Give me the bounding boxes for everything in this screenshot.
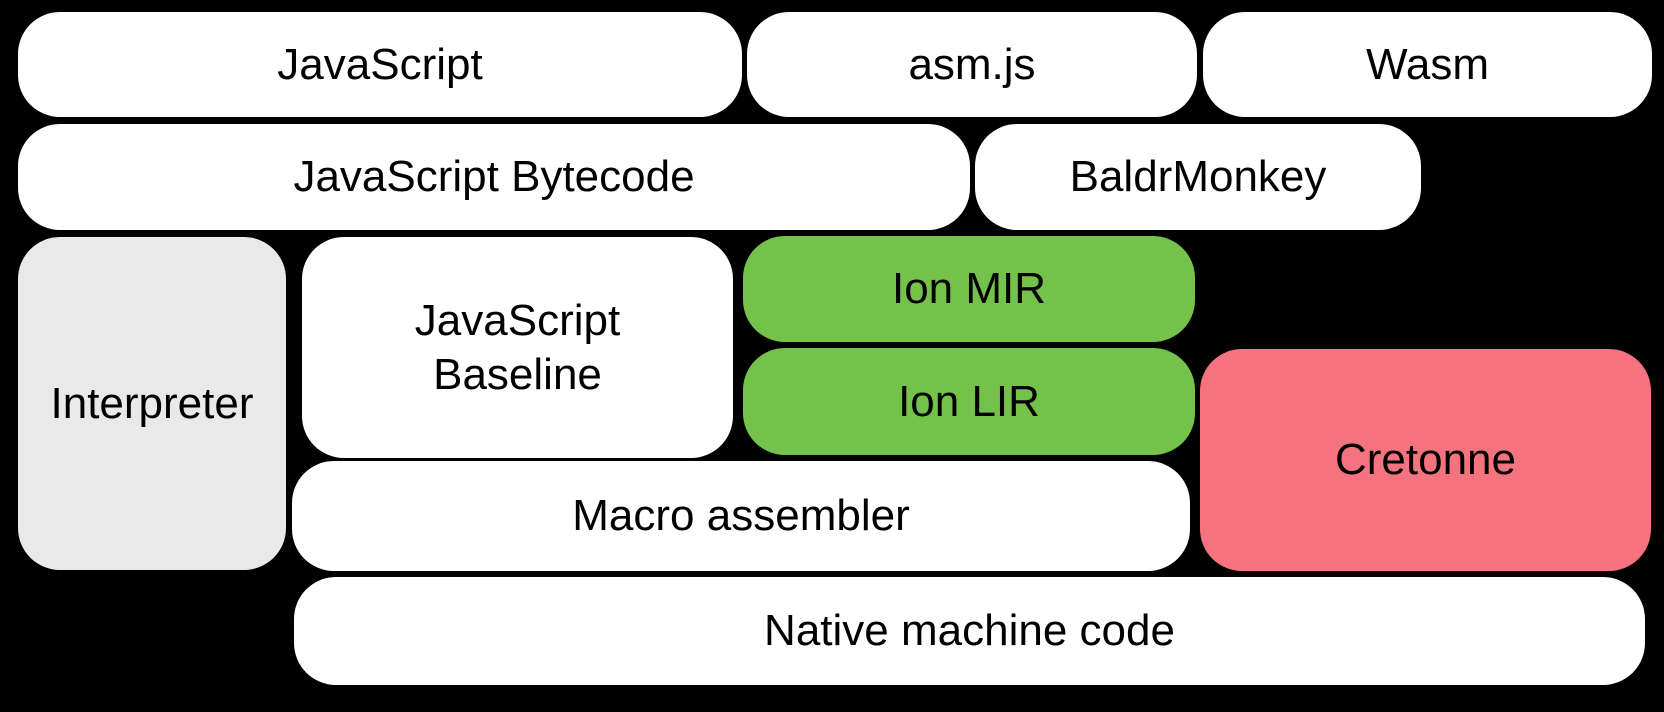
node-label: JavaScript — [277, 39, 483, 89]
node-native-machine-code: Native machine code — [294, 577, 1645, 685]
node-label: BaldrMonkey — [1069, 152, 1327, 202]
node-label: Macro assembler — [572, 491, 910, 541]
node-label: Native machine code — [764, 606, 1175, 656]
node-javascript-baseline: JavaScript Baseline — [302, 237, 733, 458]
node-javascript: JavaScript — [18, 12, 742, 117]
node-label: Cretonne — [1334, 435, 1516, 485]
node-label: JavaScript Bytecode — [293, 152, 695, 202]
node-wasm: Wasm — [1203, 12, 1652, 117]
node-macro-assembler: Macro assembler — [292, 461, 1190, 571]
node-cretonne: Cretonne — [1200, 349, 1651, 571]
node-interpreter: Interpreter — [18, 237, 286, 570]
node-label: JavaScript Baseline — [414, 295, 621, 399]
node-label: Ion MIR — [891, 264, 1047, 314]
node-label: Wasm — [1365, 39, 1490, 89]
node-ion-lir: Ion LIR — [743, 348, 1195, 455]
node-javascript-bytecode: JavaScript Bytecode — [18, 124, 970, 230]
node-label: asm.js — [908, 39, 1036, 89]
node-label: Interpreter — [50, 378, 254, 428]
node-asmjs: asm.js — [747, 12, 1197, 117]
node-ion-mir: Ion MIR — [743, 236, 1195, 342]
node-label: Ion LIR — [898, 376, 1040, 426]
node-baldrmonkey: BaldrMonkey — [975, 124, 1421, 230]
